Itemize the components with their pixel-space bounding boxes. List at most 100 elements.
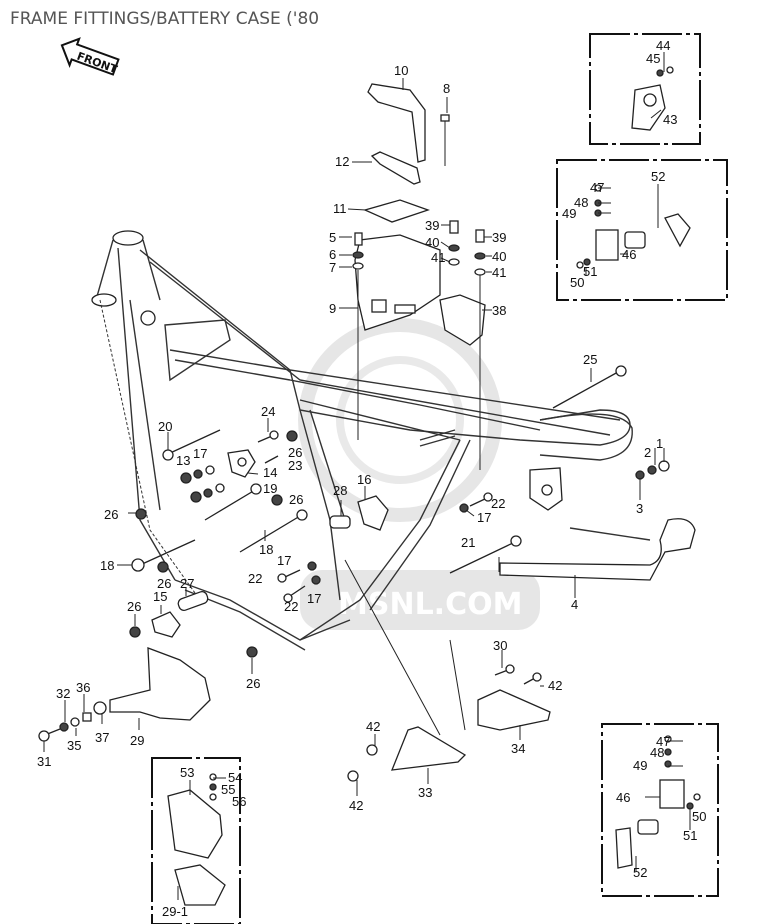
callout-26d[interactable]: 26 [157,576,171,591]
callout-51b[interactable]: 51 [683,828,697,843]
callout-18b[interactable]: 18 [259,542,273,557]
callout-11[interactable]: 11 [333,201,347,216]
callout-39b[interactable]: 39 [492,230,506,245]
callout-50a[interactable]: 50 [570,275,584,290]
callout-52a[interactable]: 52 [651,169,665,184]
battery-strap [367,83,426,163]
callout-13[interactable]: 13 [176,453,190,468]
callout-17a[interactable]: 17 [193,446,207,461]
callout-41a[interactable]: 41 [431,250,445,265]
diagram-title: FRAME FITTINGS/BATTERY CASE ('80 [10,9,320,29]
callout-31[interactable]: 31 [37,754,51,769]
callout-52b[interactable]: 52 [633,865,647,880]
callout-6[interactable]: 6 [329,247,336,262]
callout-22c[interactable]: 22 [284,599,298,614]
watermark: MSNL.COM [298,318,540,630]
callout-56[interactable]: 56 [232,794,246,809]
callout-26b[interactable]: 26 [289,492,303,507]
leader-line [650,109,662,119]
leader-line [465,509,475,517]
callout-29[interactable]: 29 [130,733,144,748]
callout-42c[interactable]: 42 [349,798,363,813]
callout-27[interactable]: 27 [180,576,194,591]
callout-15[interactable]: 15 [153,589,167,604]
callout-7[interactable]: 7 [329,260,336,275]
callout-17c[interactable]: 17 [277,553,291,568]
callout-41b[interactable]: 41 [492,265,506,280]
callout-14[interactable]: 14 [263,465,277,480]
callout-40a[interactable]: 40 [425,235,439,250]
callout-22b[interactable]: 22 [248,571,262,586]
callout-35[interactable]: 35 [67,738,81,753]
callout-10[interactable]: 10 [394,63,408,78]
callout-19[interactable]: 19 [263,481,277,496]
callout-30[interactable]: 30 [493,638,507,653]
callout-2[interactable]: 2 [644,445,651,460]
callout-26f[interactable]: 26 [246,676,260,691]
callout-21[interactable]: 21 [461,535,475,550]
callout-38[interactable]: 38 [492,303,506,318]
callout-47a[interactable]: 47 [590,180,604,195]
callout-26a[interactable]: 26 [288,445,302,460]
callout-55[interactable]: 55 [221,782,235,797]
callout-49a[interactable]: 49 [562,206,576,221]
callout-22a[interactable]: 22 [491,496,505,511]
callout-1[interactable]: 1 [656,436,663,451]
callout-37[interactable]: 37 [95,730,109,745]
callout-45[interactable]: 45 [646,51,660,66]
callout-47b[interactable]: 47 [656,734,670,749]
battery-case-assembly [352,83,486,470]
callout-18a[interactable]: 18 [100,558,114,573]
bracket-29 [109,647,211,721]
callout-34[interactable]: 34 [511,741,525,756]
callout-32[interactable]: 32 [56,686,70,701]
callout-8[interactable]: 8 [443,81,450,96]
callout-23[interactable]: 23 [288,458,302,473]
callout-33[interactable]: 33 [418,785,432,800]
callout-26e[interactable]: 26 [127,599,141,614]
callout-4[interactable]: 4 [571,597,578,612]
callout-43[interactable]: 43 [663,112,677,127]
leader-line [347,208,367,211]
callout-24[interactable]: 24 [261,404,275,419]
frame [91,230,633,651]
callout-17b[interactable]: 17 [477,510,491,525]
leader-line [440,241,451,249]
callout-48a[interactable]: 48 [574,195,588,210]
leader-line [440,257,451,263]
callout-9[interactable]: 9 [329,301,336,316]
callout-42a[interactable]: 42 [548,678,562,693]
callout-53[interactable]: 53 [180,765,194,780]
callout-44[interactable]: 44 [656,38,670,53]
callout-16[interactable]: 16 [357,472,371,487]
leader-line [247,472,259,475]
inset-box-43 [589,33,701,145]
callout-50b[interactable]: 50 [692,809,706,824]
inset-box-53 [151,757,241,924]
callout-46b[interactable]: 46 [616,790,630,805]
callout-26c[interactable]: 26 [104,507,118,522]
callout-25[interactable]: 25 [583,352,597,367]
callout-49b[interactable]: 49 [633,758,647,773]
callout-3[interactable]: 3 [636,501,643,516]
callout-46a[interactable]: 46 [622,247,636,262]
callout-48b[interactable]: 48 [650,745,664,760]
callout-17d[interactable]: 17 [307,591,321,606]
callout-39a[interactable]: 39 [425,218,439,233]
callout-51a[interactable]: 51 [583,264,597,279]
callout-29-1[interactable]: 29-1 [162,904,188,919]
callout-20[interactable]: 20 [158,419,172,434]
callout-36[interactable]: 36 [76,680,90,695]
inset-box-ignition-2 [601,723,719,897]
callout-40b[interactable]: 40 [492,249,506,264]
callout-12[interactable]: 12 [335,154,349,169]
callout-42b[interactable]: 42 [366,719,380,734]
callout-54[interactable]: 54 [228,770,242,785]
front-arrow-icon: FRONT [60,37,120,76]
battery-pad [363,199,430,223]
inset-box-ignition [556,159,728,301]
callout-5[interactable]: 5 [329,230,336,245]
callout-28[interactable]: 28 [333,483,347,498]
